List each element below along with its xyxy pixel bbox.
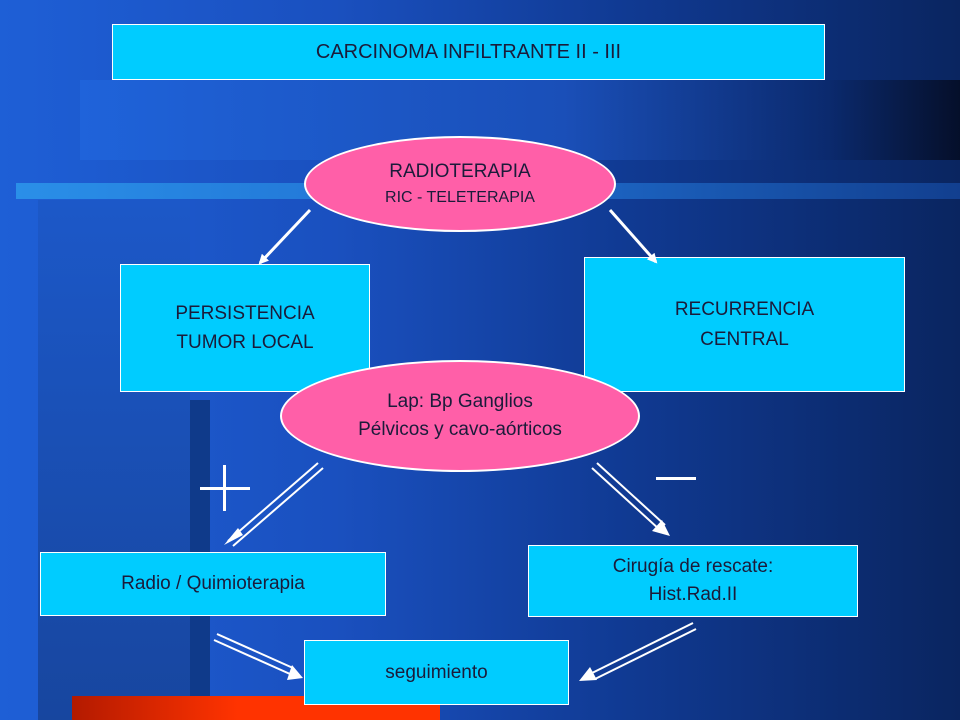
persistencia-text: PERSISTENCIA TUMOR LOCAL — [175, 302, 315, 353]
cirugia-line1: Cirugía de rescate: — [612, 556, 774, 578]
recurrencia-box: RECURRENCIA CENTRAL — [584, 257, 905, 392]
radio-quimio-box: Radio / Quimioterapia — [40, 552, 386, 616]
seguimiento-box: seguimiento — [304, 640, 569, 705]
arrow-radioquimio-to-seguimiento — [213, 633, 303, 680]
recurrencia-text: RECURRENCIA CENTRAL — [674, 299, 815, 350]
radioterapia-line2: RIC - TELETERAPIA — [385, 189, 535, 206]
seguimiento-text: seguimiento — [385, 661, 488, 683]
cirugia-line2: Hist.Rad.II — [648, 584, 738, 605]
radioterapia-line1: RADIOTERAPIA — [389, 161, 531, 182]
arrow-radio-to-persistencia — [258, 208, 312, 265]
title-box: CARCINOMA INFILTRANTE II - III — [112, 24, 825, 80]
lap-line2: Pélvicos y cavo-aórticos — [358, 419, 562, 440]
persistencia-box: PERSISTENCIA TUMOR LOCAL — [120, 264, 370, 392]
title-text: CARCINOMA INFILTRANTE II - III — [315, 40, 622, 63]
cirugia-box: Cirugía de rescate: Hist.Rad.II — [528, 545, 858, 617]
negative-sign: − — [656, 477, 696, 480]
radio-quimio-text: Radio / Quimioterapia — [121, 573, 305, 595]
arrow-cirugia-to-seguimiento — [579, 622, 697, 681]
arrow-radio-to-recurrencia — [608, 209, 658, 264]
radioterapia-ellipse: RADIOTERAPIA RIC - TELETERAPIA — [304, 136, 616, 232]
lap-ellipse: Lap: Bp Ganglios Pélvicos y cavo-aórtico… — [280, 360, 640, 472]
lap-line1: Lap: Bp Ganglios — [387, 390, 533, 412]
positive-sign: + — [200, 465, 250, 511]
arrow-lap-to-radioquimio — [224, 462, 324, 547]
arrow-lap-to-cirugia — [591, 462, 670, 536]
